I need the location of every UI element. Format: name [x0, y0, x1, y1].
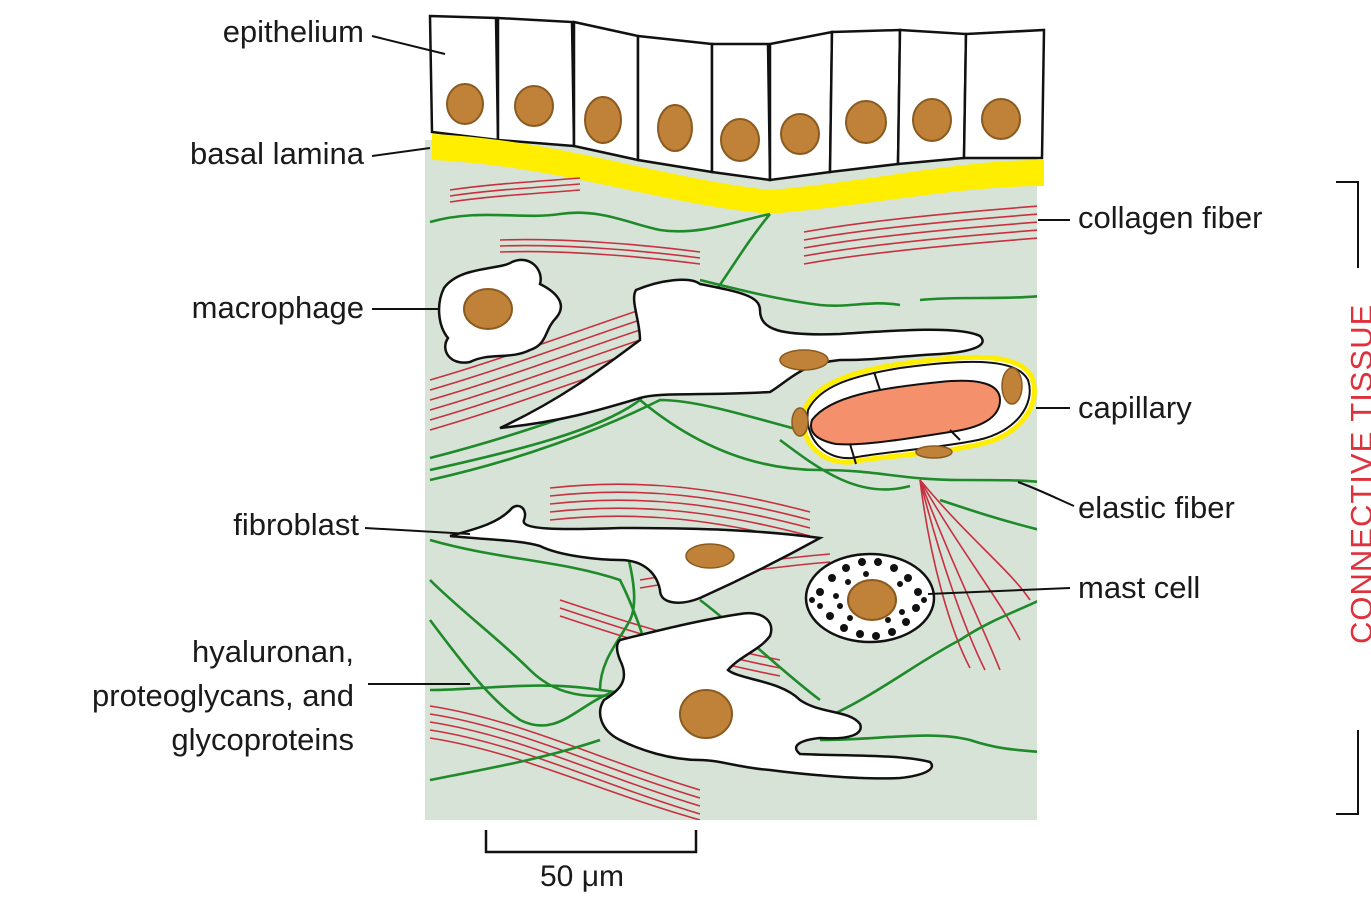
endothelial-nucleus	[916, 446, 952, 458]
scale-bar	[486, 830, 696, 852]
label-matrix-components: hyaluronan, proteoglycans, and glycoprot…	[92, 630, 354, 762]
label-capillary: capillary	[1078, 386, 1192, 430]
fibroblast-nucleus	[680, 690, 732, 738]
fibroblast-nucleus	[686, 544, 734, 568]
label-matrix-line-3: glycoproteins	[92, 718, 354, 762]
label-fibroblast: fibroblast	[233, 503, 359, 547]
epithelial-cell	[898, 30, 966, 164]
label-matrix-line-1: hyaluronan,	[92, 630, 354, 674]
nucleus	[781, 114, 819, 154]
scale-bar-label: 50 μm	[540, 860, 624, 894]
nucleus	[658, 105, 692, 151]
nucleus	[585, 97, 621, 143]
label-connective-tissue: CONNECTIVE TISSUE	[1344, 344, 1371, 644]
label-epithelium: epithelium	[223, 10, 364, 54]
endothelial-nucleus	[792, 408, 808, 436]
mast-cell	[806, 554, 934, 642]
epithelial-cell	[770, 32, 832, 180]
label-macrophage: macrophage	[192, 286, 364, 330]
nucleus	[846, 101, 886, 143]
label-collagen-fiber: collagen fiber	[1078, 196, 1262, 240]
nucleus	[913, 99, 951, 141]
nucleus	[982, 99, 1020, 139]
endothelial-nucleus	[1002, 368, 1022, 404]
label-mast-cell: mast cell	[1078, 566, 1200, 610]
macrophage-nucleus	[464, 289, 512, 329]
nucleus	[447, 84, 483, 124]
mast-cell-nucleus	[848, 580, 896, 620]
fibroblast-nucleus	[780, 350, 828, 370]
label-elastic-fiber: elastic fiber	[1078, 486, 1235, 530]
label-basal-lamina: basal lamina	[190, 132, 364, 176]
nucleus	[515, 86, 553, 126]
label-matrix-line-2: proteoglycans, and	[92, 674, 354, 718]
nucleus	[721, 119, 759, 161]
